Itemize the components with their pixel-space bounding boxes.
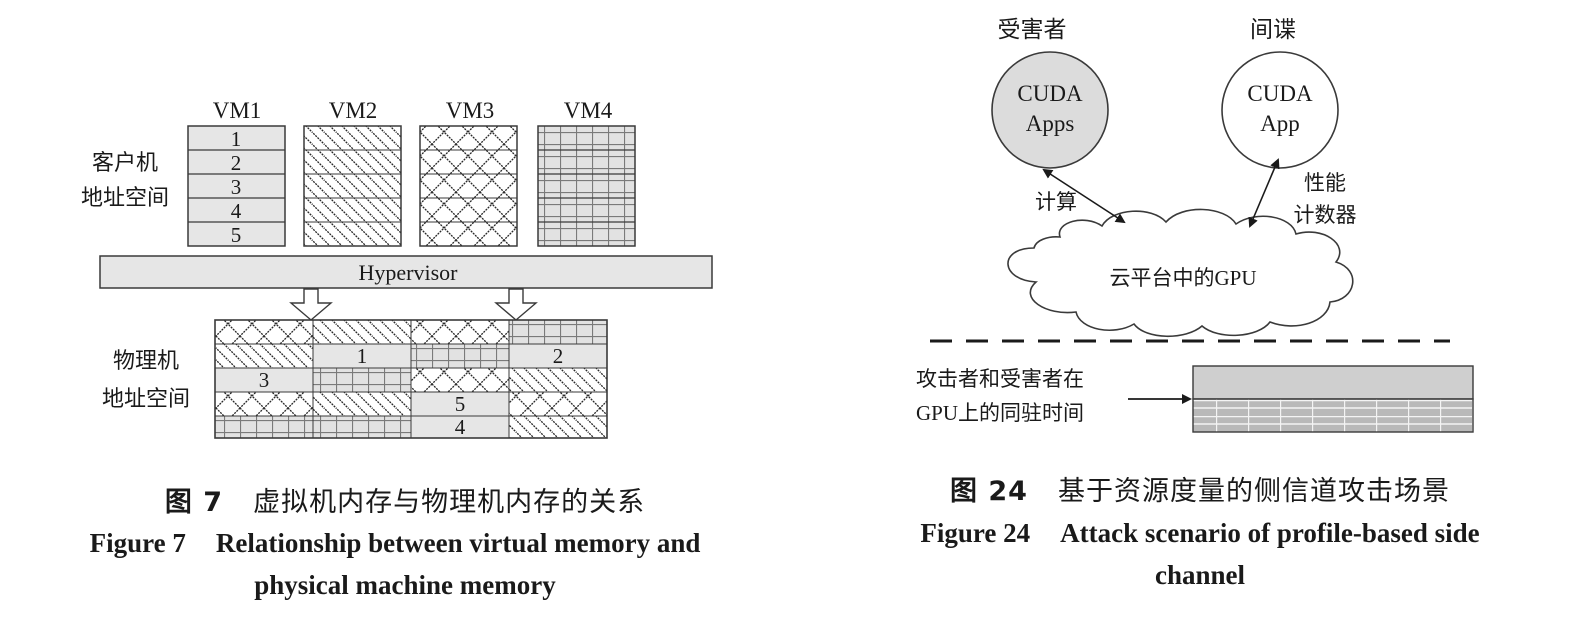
coresidency-label-2: GPU上的同驻时间 xyxy=(916,401,1084,425)
spy-node-line2: App xyxy=(1260,111,1300,136)
cloud-label: 云平台中的GPU xyxy=(1109,266,1256,290)
vm1-row-3: 3 xyxy=(231,175,242,199)
figure24-caption-en: Figure 24 Attack scenario of profile-base… xyxy=(820,512,1580,596)
figure24-caption-zh-text: 基于资源度量的侧信道攻击场景 xyxy=(1057,476,1450,507)
vm1-memory-block: 1 2 3 4 5 xyxy=(187,125,286,247)
figure7-caption-en-text: Relationship between virtual memory and xyxy=(215,528,701,558)
figure24-caption-en-line2: channel xyxy=(1154,560,1246,590)
vm3-label: VM3 xyxy=(446,98,495,123)
vm1-row-4: 4 xyxy=(231,199,242,223)
vm1-label: VM1 xyxy=(213,98,262,123)
physical-address-label-1: 物理机 xyxy=(113,348,179,373)
figure7-caption-zh: 图 7 虚拟机内存与物理机内存的关系 xyxy=(40,480,770,519)
victim-node-line2: Apps xyxy=(1026,111,1075,136)
figure24-caption-en-number: Figure 24 xyxy=(920,518,1031,548)
guest-address-label-1: 客户机 xyxy=(92,150,158,175)
victim-residency-bar xyxy=(1192,365,1474,400)
vm3-memory-block xyxy=(419,125,518,247)
figure24-caption-zh-number: 图 24 xyxy=(950,476,1028,507)
gpu-cloud xyxy=(1007,208,1354,338)
mapping-arrow-right xyxy=(494,288,538,321)
vm1-row-1: 1 xyxy=(231,127,242,151)
vm2-label: VM2 xyxy=(329,98,378,123)
spy-label: 间谍 xyxy=(1250,17,1296,42)
guest-address-label-2: 地址空间 xyxy=(81,185,169,210)
figure7-diagram: VM1 VM2 VM3 VM4 客户机 地址空间 1 2 3 4 5 xyxy=(81,98,713,439)
physical-memory-grid: 1 2 3 5 4 xyxy=(214,319,608,439)
figure7-caption-zh-number: 图 7 xyxy=(164,487,224,518)
coresidency-label-1: 攻击者和受害者在 xyxy=(916,367,1084,391)
perf-counter-arrow xyxy=(1248,158,1280,228)
spy-node-line1: CUDA xyxy=(1247,81,1313,106)
compute-arrow xyxy=(1042,168,1126,224)
physical-cell-1: 1 xyxy=(357,344,368,368)
figure7-caption-en-number: Figure 7 xyxy=(89,528,186,558)
vm4-memory-block xyxy=(537,125,636,247)
physical-address-label-2: 地址空间 xyxy=(102,386,190,411)
physical-cell-5: 5 xyxy=(455,392,466,416)
physical-cell-4: 4 xyxy=(455,415,466,439)
figure7-caption-en-line1: Figure 7 Relationship between virtual mem… xyxy=(0,522,790,564)
figure7-caption-en: Figure 7 Relationship between virtual mem… xyxy=(0,522,790,606)
hypervisor-label: Hypervisor xyxy=(359,260,459,285)
figure7-caption-zh-text: 虚拟机内存与物理机内存的关系 xyxy=(253,487,646,518)
figure24-diagram: 受害者 间谍 CUDA Apps CUDA App 云平台中的GPU 计算 性能… xyxy=(916,17,1474,433)
vm4-label: VM4 xyxy=(564,98,613,123)
spy-residency-bar xyxy=(1192,398,1474,433)
victim-label: 受害者 xyxy=(998,17,1067,42)
physical-cell-2: 2 xyxy=(553,344,564,368)
vm1-row-5: 5 xyxy=(231,223,242,247)
figure24-caption-en-text: Attack scenario of profile-based side xyxy=(1060,518,1480,548)
vm1-row-2: 2 xyxy=(231,151,242,175)
vm2-memory-block xyxy=(303,125,402,247)
physical-cell-3: 3 xyxy=(259,368,270,392)
spy-cuda-node xyxy=(1221,51,1339,169)
hypervisor-bar xyxy=(99,255,713,289)
figure7-caption-en-line2: physical machine memory xyxy=(254,570,556,600)
perf-counter-label-2: 计数器 xyxy=(1294,203,1357,227)
figure24-caption-en-line1: Figure 24 Attack scenario of profile-base… xyxy=(820,512,1580,554)
mapping-arrow-left xyxy=(289,288,333,321)
compute-label: 计算 xyxy=(1035,190,1077,214)
victim-node-line1: CUDA xyxy=(1017,81,1083,106)
victim-cuda-node xyxy=(991,51,1109,169)
figure24-caption-zh: 图 24 基于资源度量的侧信道攻击场景 xyxy=(830,469,1570,508)
perf-counter-label-1: 性能 xyxy=(1304,171,1346,195)
